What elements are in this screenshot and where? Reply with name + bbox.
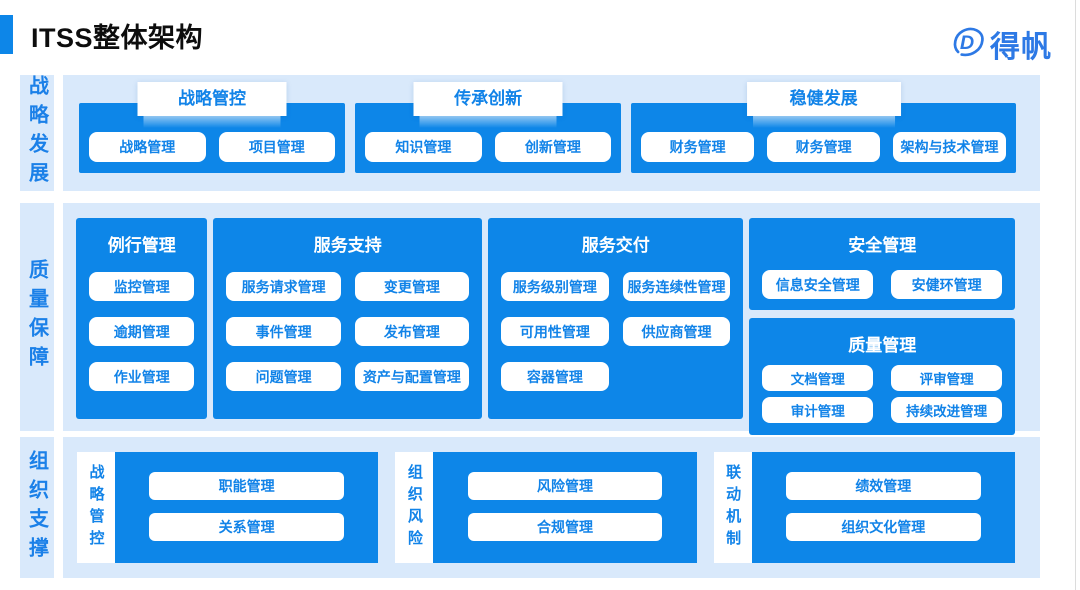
panel-row: 信息安全管理 安健环管理 (749, 256, 1015, 299)
module-chip: 财务管理 (641, 132, 755, 162)
brand-name: 得帆 (990, 31, 1052, 64)
module-chip: 安健环管理 (891, 270, 1002, 299)
panel-column: 服务连续性管理 供应商管理 (622, 272, 731, 419)
title-accent-bar (0, 15, 13, 54)
brand-logo: D 得帆 (950, 22, 1052, 66)
group-title: 稳健发展 (746, 82, 901, 128)
group-panel: 风险管理 合规管理 (433, 452, 697, 563)
page-title: ITSS整体架构 (31, 23, 204, 53)
section-content-quality: 例行管理 监控管理 逾期管理 作业管理 服务支持 服务请求管理 事件管理 问题管… (63, 203, 1040, 435)
module-chip: 创新管理 (494, 132, 612, 162)
group-inheritance-innovation: 传承创新 知识管理 创新管理 (355, 82, 622, 173)
panel-service-support: 服务支持 服务请求管理 事件管理 问题管理 变更管理 发布管理 资产与配置管理 (213, 218, 482, 419)
module-chip: 供应商管理 (622, 317, 731, 346)
group-strategy-control: 战略管控 职能管理 关系管理 (77, 452, 379, 563)
module-chip: 可用性管理 (501, 317, 609, 346)
panel-title: 例行管理 (107, 236, 176, 255)
module-chip: 审计管理 (762, 397, 874, 423)
panel-grid: 文档管理 评审管理 审计管理 持续改进管理 (749, 356, 1015, 435)
panel-quality-management: 质量管理 文档管理 评审管理 审计管理 持续改进管理 (749, 318, 1015, 435)
module-chip: 项目管理 (218, 132, 336, 162)
panel-column: 监控管理 逾期管理 作业管理 (89, 272, 195, 419)
panel-title: 安全管理 (848, 236, 917, 255)
module-chip: 文档管理 (762, 365, 874, 391)
panel-stack-security-quality: 安全管理 信息安全管理 安健环管理 质量管理 文档管理 评审管理 审计管理 持续… (749, 218, 1015, 435)
module-chip: 合规管理 (467, 513, 663, 541)
module-chip: 逾期管理 (89, 317, 195, 346)
section-label-quality-assurance: 质量保障 (20, 203, 54, 431)
panel-security-management: 安全管理 信息安全管理 安健环管理 (749, 218, 1015, 310)
module-chip: 风险管理 (467, 472, 663, 500)
module-chip: 组织文化管理 (785, 513, 981, 541)
panel-body: 监控管理 逾期管理 作业管理 (76, 256, 207, 419)
section-label-organization-support: 组织支撑 (20, 437, 54, 578)
module-chip: 绩效管理 (785, 472, 981, 500)
group-title-strip: 组织风险 (395, 452, 434, 563)
module-chip: 战略管理 (89, 132, 206, 162)
group-title: 战略管控 (137, 82, 287, 128)
module-chip: 服务级别管理 (501, 272, 609, 301)
module-chip: 关系管理 (149, 513, 345, 541)
group-organization-risk: 组织风险 风险管理 合规管理 (395, 452, 697, 563)
module-chip: 服务连续性管理 (622, 272, 731, 301)
group-title-strip: 联动机制 (713, 452, 752, 563)
defan-d-swirl-logo-icon: D (950, 24, 986, 65)
module-chip: 知识管理 (365, 132, 482, 162)
module-chip: 监控管理 (89, 272, 195, 301)
module-chip: 资产与配置管理 (354, 362, 470, 391)
section-content-organization: 战略管控 职能管理 关系管理 组织风险 风险管理 合规管理 联动机制 绩效管理 … (63, 437, 1040, 578)
panel-title: 服务交付 (581, 236, 650, 255)
module-chip: 职能管理 (149, 472, 345, 500)
section-content-strategic: 战略管控 战略管理 项目管理 传承创新 知识管理 创新管理 稳健发展 财务管理 … (63, 75, 1040, 191)
group-linkage-mechanism: 联动机制 绩效管理 组织文化管理 (713, 452, 1015, 563)
group-steady-development: 稳健发展 财务管理 财务管理 架构与技术管理 (631, 82, 1016, 173)
group-title-strip: 战略管控 (77, 452, 115, 563)
panel-body: 服务请求管理 事件管理 问题管理 变更管理 发布管理 资产与配置管理 (213, 256, 482, 419)
group-panel: 绩效管理 组织文化管理 (751, 452, 1015, 563)
module-chip: 信息安全管理 (762, 270, 874, 299)
panel-body: 服务级别管理 可用性管理 容器管理 服务连续性管理 供应商管理 (488, 256, 743, 419)
group-panel: 财务管理 财务管理 架构与技术管理 (631, 103, 1016, 173)
module-chip: 持续改进管理 (891, 397, 1002, 423)
section-quality-assurance: 质量保障 例行管理 监控管理 逾期管理 作业管理 服务支持 服务请求管理 事件管… (20, 203, 1040, 435)
section-organization-support: 组织支撑 战略管控 职能管理 关系管理 组织风险 风险管理 合规管理 联动机制 (20, 437, 1040, 578)
module-chip: 事件管理 (226, 317, 341, 346)
group-strategy-control: 战略管控 战略管理 项目管理 (79, 82, 346, 173)
module-chip: 财务管理 (767, 132, 881, 162)
module-chip: 容器管理 (501, 362, 609, 391)
panel-title: 质量管理 (848, 336, 917, 355)
panel-service-delivery: 服务交付 服务级别管理 可用性管理 容器管理 服务连续性管理 供应商管理 (488, 218, 744, 419)
module-chip: 评审管理 (891, 365, 1002, 391)
svg-text:D: D (960, 32, 974, 54)
panel-title: 服务支持 (313, 236, 382, 255)
module-chip: 发布管理 (354, 317, 470, 346)
panel-column: 服务级别管理 可用性管理 容器管理 (501, 272, 609, 419)
group-panel: 职能管理 关系管理 (115, 452, 379, 563)
section-label-strategic-development: 战略发展 (20, 75, 54, 191)
module-chip: 变更管理 (354, 272, 470, 301)
module-chip: 服务请求管理 (226, 272, 341, 301)
group-title: 传承创新 (413, 82, 563, 128)
panel-column: 变更管理 发布管理 资产与配置管理 (354, 272, 470, 419)
panel-column: 服务请求管理 事件管理 问题管理 (226, 272, 341, 419)
panel-routine-management: 例行管理 监控管理 逾期管理 作业管理 (76, 218, 208, 419)
window-right-divider (1075, 0, 1076, 590)
module-chip: 架构与技术管理 (893, 132, 1006, 162)
module-chip: 问题管理 (226, 362, 341, 391)
module-chip: 作业管理 (89, 362, 195, 391)
section-strategic-development: 战略发展 战略管控 战略管理 项目管理 传承创新 知识管理 创新管理 稳健发展 … (20, 75, 1040, 191)
